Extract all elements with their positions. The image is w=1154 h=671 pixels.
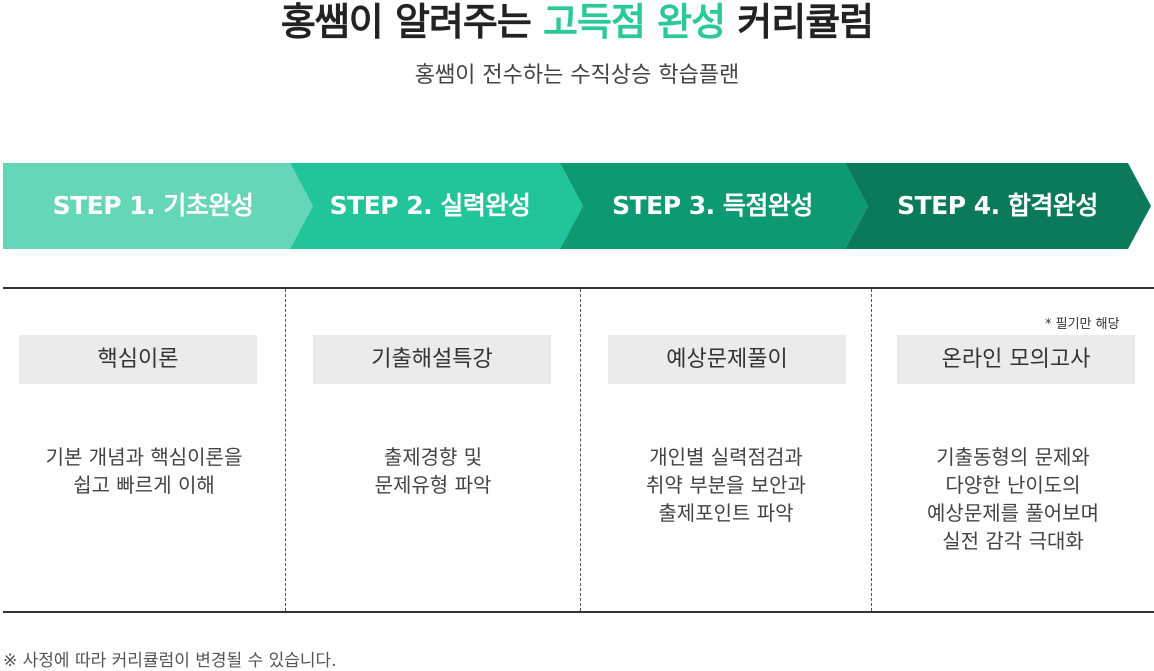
pill-core-theory: 핵심이론 [19, 335, 257, 384]
table-bottom-border [3, 611, 1154, 613]
title-accent: 고득점 완성 [543, 0, 726, 44]
step-arrows [3, 163, 1151, 249]
page-subtitle: 홍쌤이 전수하는 수직상승 학습플랜 [414, 63, 740, 88]
desc-line: 기출동형의 문제와 [936, 445, 1090, 469]
footnote: ※ 사정에 따라 커리큘럼이 변경될 수 있습니다. [3, 651, 337, 671]
page-title: 홍쌤이 알려주는 고득점 완성 커리큘럼 [0, 0, 1154, 44]
column-2-description: 출제경향 및 문제유형 파악 [286, 443, 580, 499]
desc-line: 예상문제를 풀어보며 [927, 501, 1099, 525]
title-part-1: 홍쌤이 알려주는 [280, 0, 544, 44]
desc-line: 실전 감각 극대화 [942, 529, 1084, 553]
desc-line: 쉽고 빠르게 이해 [73, 473, 215, 497]
column-3-description: 개인별 실력점검과 취약 부분을 보안과 출제포인트 파악 [581, 443, 871, 527]
step-3-arrow [560, 163, 868, 249]
step-3-label: STEP 3. 득점완성 [612, 191, 813, 220]
step-2-arrow [290, 163, 583, 249]
column-divider [285, 289, 286, 611]
written-only-note: * 필기만 해당 [1045, 317, 1120, 332]
desc-line: 개인별 실력점검과 [649, 445, 803, 469]
step-2-label: STEP 2. 실력완성 [329, 191, 531, 220]
step-banner: STEP 1. 기초완성 STEP 2. 실력완성 STEP 3. 득점완성 S… [0, 163, 1154, 249]
desc-line: 다양한 난이도의 [945, 473, 1081, 497]
desc-line: 기본 개념과 핵심이론을 [45, 445, 243, 469]
desc-line: 문제유형 파악 [374, 473, 492, 497]
column-divider [580, 289, 581, 611]
desc-line: 취약 부분을 보안과 [646, 473, 806, 497]
column-4-description: 기출동형의 문제와 다양한 난이도의 예상문제를 풀어보며 실전 감각 극대화 [872, 443, 1154, 555]
desc-line: 출제포인트 파악 [658, 501, 794, 525]
desc-line: 출제경향 및 [383, 445, 483, 469]
step-1-label: STEP 1. 기초완성 [52, 191, 254, 220]
pill-expected-problems: 예상문제풀이 [608, 335, 846, 384]
step-4-arrow [845, 163, 1151, 249]
column-1-description: 기본 개념과 핵심이론을 쉽고 빠르게 이해 [3, 443, 285, 499]
title-part-3: 커리큘럼 [725, 0, 874, 44]
step-4-label: STEP 4. 합격완성 [897, 191, 1098, 220]
column-divider [871, 289, 872, 611]
pill-past-exam-lecture: 기출해설특강 [313, 335, 551, 384]
table-top-border [3, 287, 1154, 289]
step-1-arrow [3, 163, 313, 249]
pill-online-mock-exam: 온라인 모의고사 [897, 335, 1135, 384]
